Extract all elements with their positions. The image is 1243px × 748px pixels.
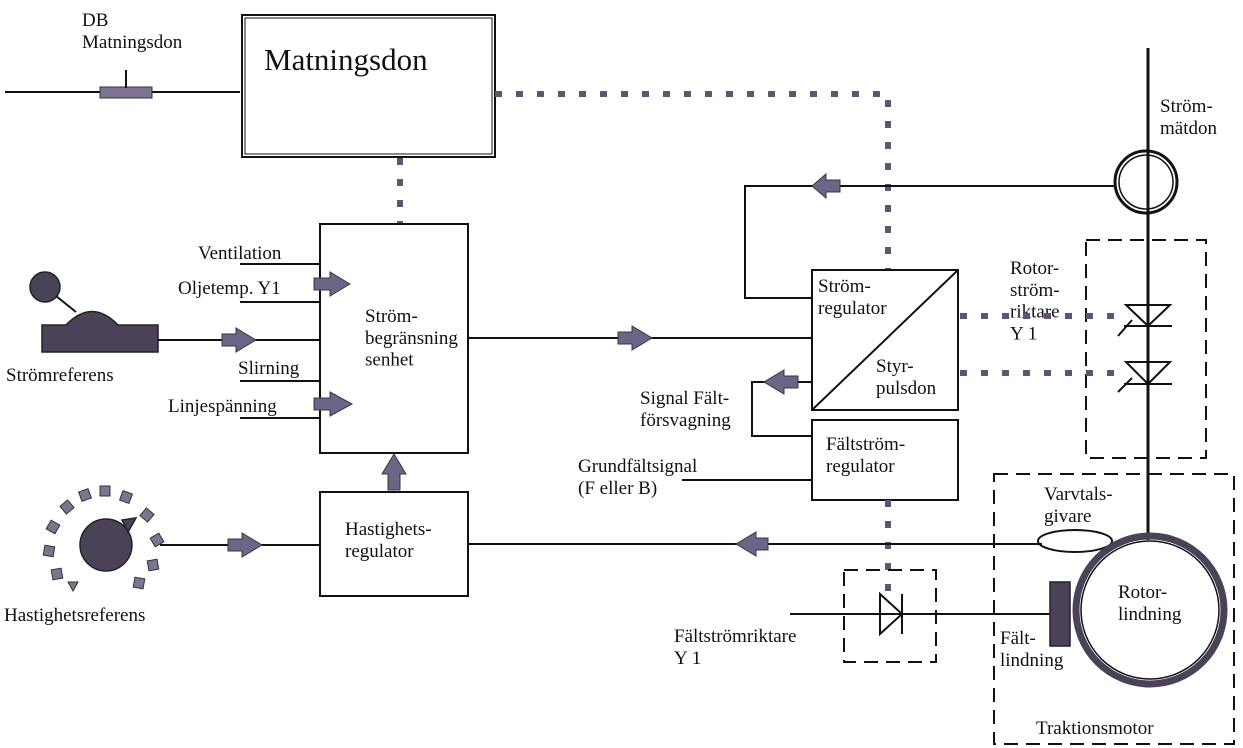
field-winding-block (1049, 581, 1071, 647)
field-current-regulator-box (811, 419, 959, 501)
oil-temp-arrow (313, 271, 351, 297)
supply-to-current-regulator-link (495, 91, 891, 275)
current-reference-controller-base (41, 310, 159, 353)
rotor-thyristor-1 (1117, 304, 1173, 337)
field-current-regulator-label: Fältström-regulator (826, 434, 905, 477)
oil-temp-label: Oljetemp. Y1 (178, 278, 281, 299)
supply-box-label: Matningsdon (264, 42, 428, 77)
field-weakening-label: Signal Fält-försvagning (640, 388, 731, 431)
current-meter-ring-inner (1118, 154, 1174, 210)
speed-reference-arrow (227, 532, 263, 558)
speed-feedback-arrow (735, 531, 769, 557)
line-voltage-label: Linjespänning (168, 396, 277, 417)
feedback-arrow (811, 172, 841, 200)
speed-sensor-label: Varvtals-givare (1044, 484, 1113, 527)
pulse-controller-label: Styr-pulsdon (876, 356, 937, 399)
current-reference-knob (29, 271, 61, 303)
regulator-diagonal (811, 269, 959, 411)
speed-to-limit-arrow (381, 453, 407, 491)
ventilation-label: Ventilation (198, 243, 282, 264)
supply-box-inner (244, 17, 493, 155)
rotor-winding-label: Rotor-lindning (1118, 582, 1182, 625)
rotor-rectifier-box (1085, 239, 1207, 459)
base-field-label: Grundfältsignal(F eller B) (578, 456, 697, 499)
current-feedback-line (744, 185, 1115, 299)
current-reference-label: Strömreferens (6, 365, 114, 386)
speed-reference-label: Hastighetsreferens (4, 605, 145, 626)
slip-label: Slirning (238, 358, 300, 379)
speed-sensor-ring (1037, 529, 1113, 553)
rotor-thyristor-2 (1117, 361, 1173, 393)
speed-regulator-box (319, 491, 469, 597)
field-rectifier-box (843, 569, 937, 663)
field-rectifier-diode (879, 591, 904, 637)
traction-motor-label: Traktionsmotor (1036, 718, 1154, 739)
current-reference-arrow (221, 327, 257, 353)
db-supply-element (99, 86, 153, 99)
speed-regulator-label: Hastighets-regulator (345, 519, 432, 562)
speed-reference-dial (42, 485, 165, 593)
current-meter-ring (1113, 149, 1179, 215)
current-regulator-label: Ström-regulator (818, 276, 887, 319)
limit-output-arrow (617, 325, 653, 351)
rotor-winding-inner (1080, 540, 1220, 680)
current-reference-lever (55, 295, 77, 313)
field-weakening-arrow (763, 369, 799, 395)
supply-box (241, 14, 496, 158)
field-winding-label: Fält-lindning (1000, 628, 1064, 671)
current-meter-label: Ström-mätdon (1160, 96, 1217, 139)
rotor-winding-ring (1072, 532, 1228, 688)
line-voltage-arrow (313, 391, 354, 417)
traction-motor-box (993, 473, 1235, 745)
current-limit-box (319, 223, 469, 454)
